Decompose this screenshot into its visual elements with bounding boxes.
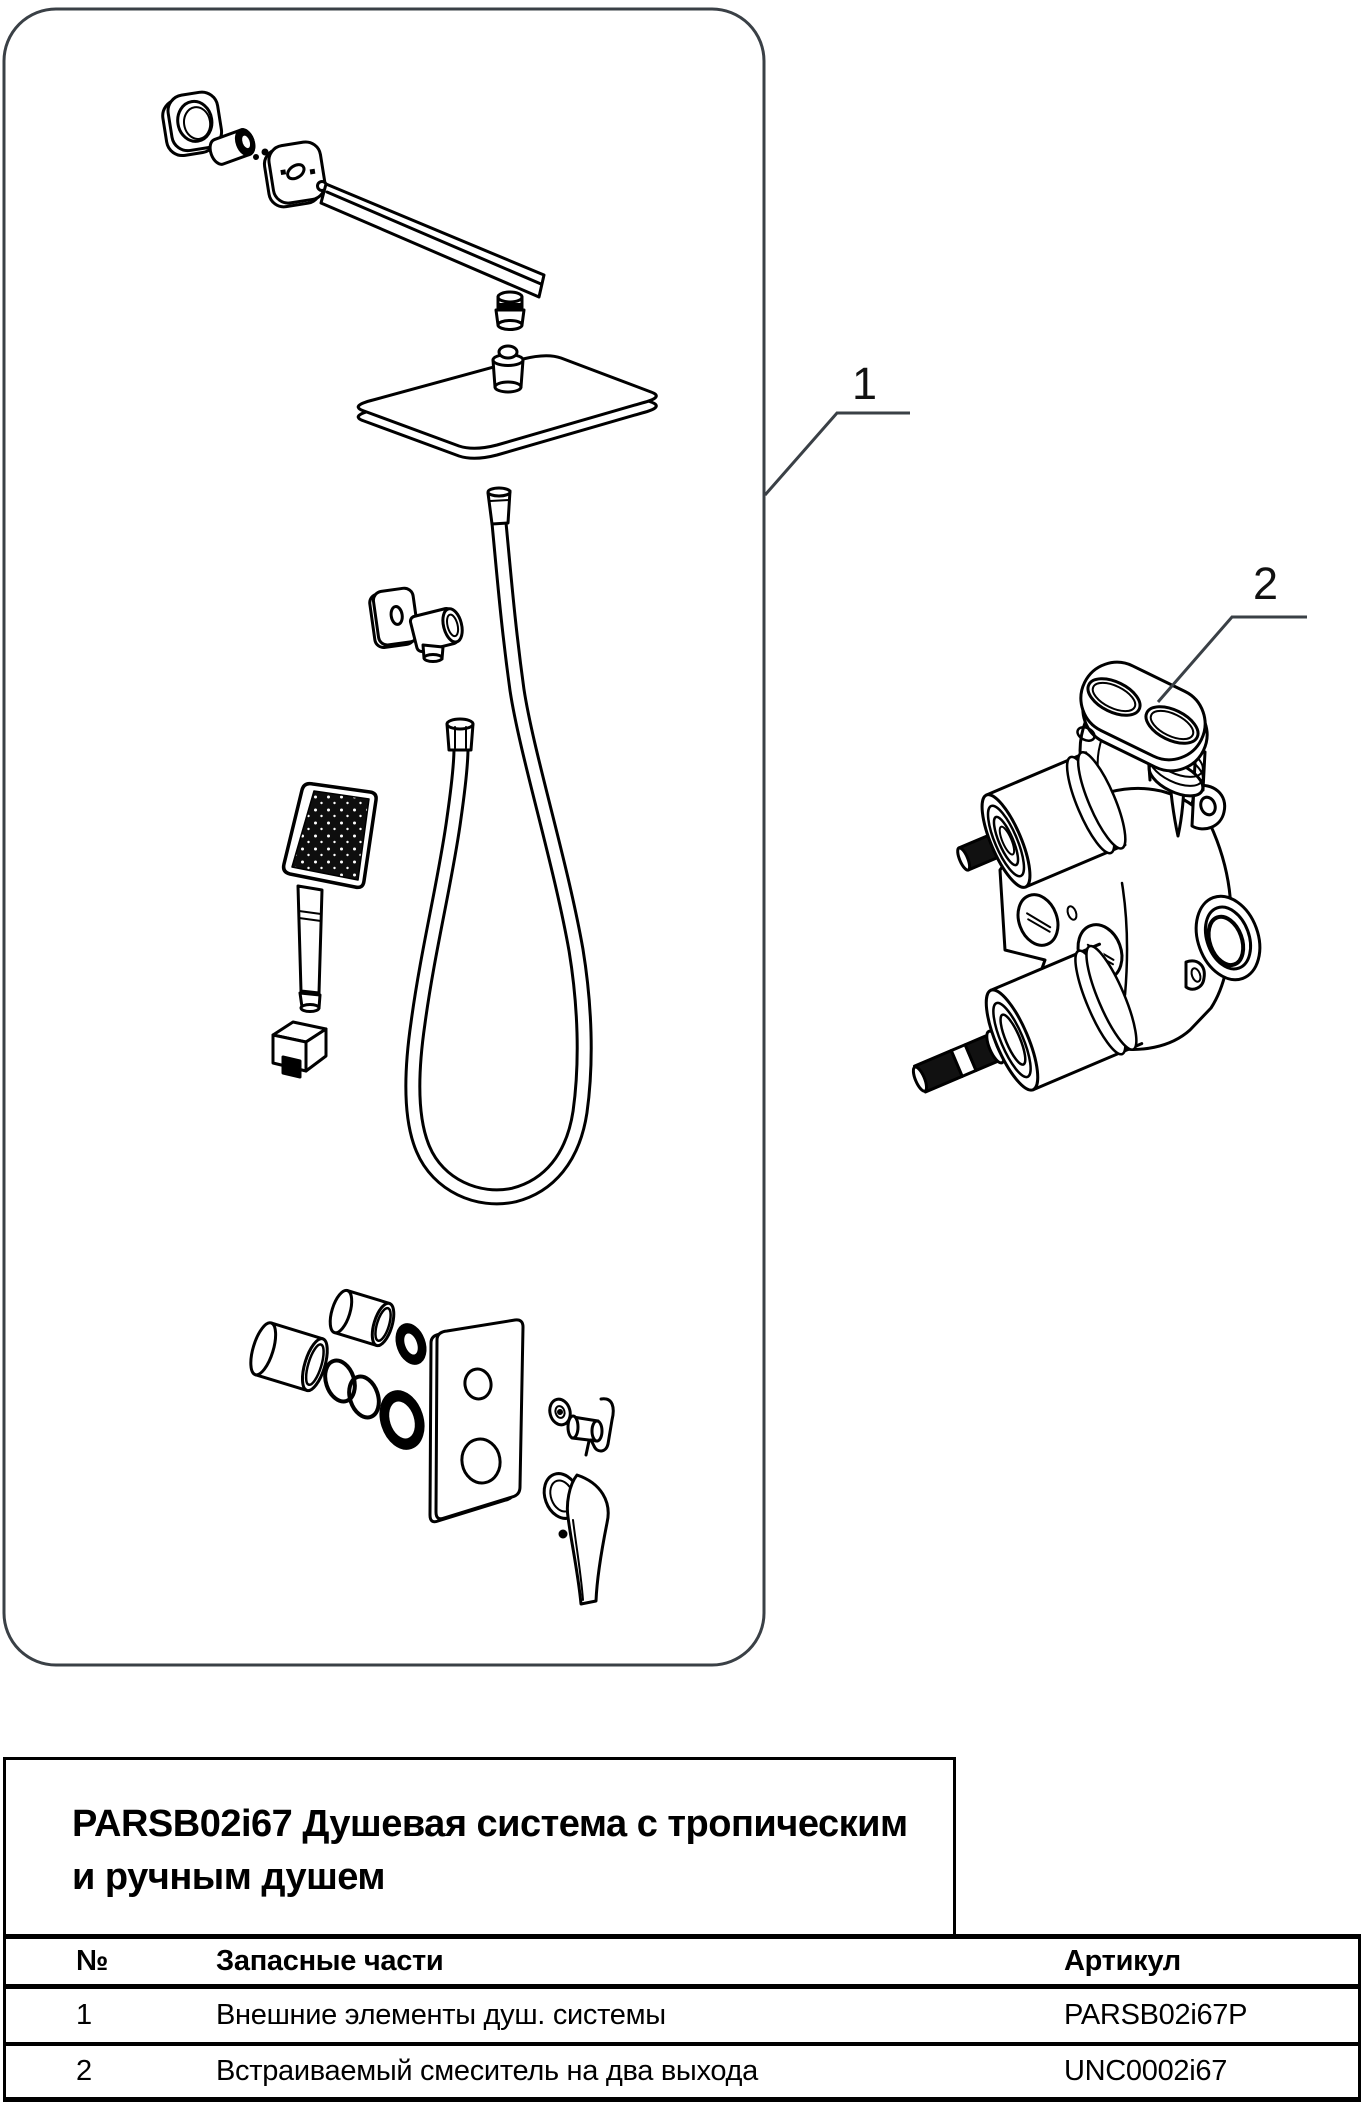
hose-top-connector (486, 486, 512, 526)
callout-2-label: 2 (1253, 558, 1279, 609)
head-plate-part (356, 354, 658, 460)
shower-arm-part (316, 180, 546, 299)
trim-sleeve-small (328, 1288, 396, 1348)
trim-oring-large (379, 1390, 425, 1450)
product-title-line1: PARSB02i67 Душевая система с тропическим (72, 1803, 908, 1845)
item1-frame (2, 7, 766, 1667)
arm-connector-part (494, 290, 526, 331)
hand-shower-part (281, 781, 378, 1013)
table-row: 1 Внешние элементы душ. системы PARSB02i… (6, 1989, 1358, 2046)
title-box: PARSB02i67 Душевая система с тропическим… (3, 1757, 956, 1937)
parts-table: № Запасные части Артикул 1 Внешние элеме… (3, 1934, 1361, 2102)
row-num: 2 (76, 2055, 92, 2087)
trim-plate-part (428, 1318, 525, 1524)
trim-oring-small (395, 1323, 427, 1365)
trim-sleeve-large (249, 1321, 329, 1393)
callout-leaders (763, 411, 1307, 703)
table-header-row: № Запасные части Артикул (6, 1939, 1358, 1989)
hose-part (404, 514, 593, 1206)
row-num: 1 (76, 1999, 92, 2031)
outlet-escutcheon-part (368, 586, 420, 649)
hose-end-nut (445, 717, 475, 752)
row-name: Встраиваемый смеситель на два выхода (216, 2055, 758, 2087)
trim-clip (558, 1397, 615, 1539)
mixer-lower-cartridge (911, 942, 1144, 1094)
trim-ring-2 (347, 1374, 381, 1420)
outlet-elbow-part (408, 606, 464, 663)
table-row: 2 Встраиваемый смеситель на два выхода U… (6, 2046, 1358, 2097)
product-title-line2: и ручным душем (72, 1856, 386, 1898)
wall-flange-part (161, 90, 224, 158)
item1-parts (161, 90, 658, 1606)
callout-1-label: 1 (852, 358, 878, 409)
header-article: Артикул (1064, 1945, 1181, 1977)
product-title: PARSB02i67 Душевая система с тропическим… (72, 1798, 908, 1904)
header-num: № (76, 1945, 109, 1977)
mixer-screw-1 (1016, 893, 1060, 947)
ball-joint-part (491, 344, 525, 394)
row-article: PARSB02i67P (1064, 1999, 1248, 2031)
hand-shower-bracket-part (271, 1020, 328, 1079)
trim-pin (566, 1414, 604, 1443)
mixer-port (1194, 894, 1262, 982)
mixer-upper-cartridge (956, 750, 1127, 889)
arm-escutcheon-part (262, 140, 327, 209)
arm-nut-part (208, 128, 256, 166)
trim-grommet (548, 1397, 572, 1427)
trim-ring-1 (323, 1358, 357, 1404)
mixer-top-plate (1076, 660, 1209, 773)
mixer-part (911, 660, 1262, 1094)
header-name: Запасные части (216, 1945, 444, 1977)
lever-handle-part (542, 1472, 610, 1606)
row-name: Внешние элементы душ. системы (216, 1999, 666, 2031)
row-article: UNC0002i67 (1064, 2055, 1228, 2087)
